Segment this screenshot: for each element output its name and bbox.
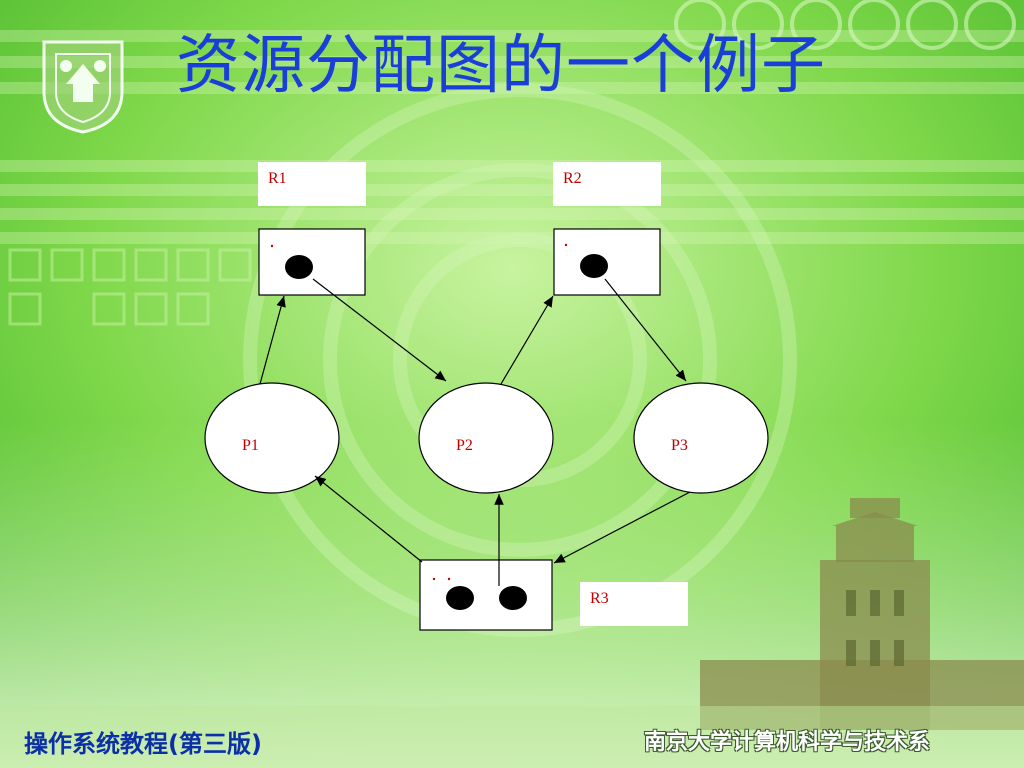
slide-title: 资源分配图的一个例子 <box>176 29 826 103</box>
r1-marker-dot <box>270 244 274 248</box>
edge-r2-to-p3 <box>604 278 687 382</box>
r2-marker-dot <box>564 243 568 247</box>
process-p3-label: P3 <box>671 437 688 454</box>
resource-r2-label: R2 <box>553 162 661 206</box>
process-p1-label: P1 <box>242 437 259 454</box>
r3-instance-1 <box>446 586 474 610</box>
resource-r3-label: R3 <box>580 582 688 626</box>
process-p3-node <box>633 382 769 494</box>
r3-marker-dot-2 <box>447 577 451 581</box>
process-p2-label: P2 <box>456 437 473 454</box>
process-p1-node <box>204 382 340 494</box>
resource-r1-label: R1 <box>258 162 366 206</box>
r2-instance-1 <box>580 254 608 278</box>
resource-r3-box <box>419 559 553 631</box>
edge-p2-to-r2 <box>500 295 554 385</box>
edge-r1-to-p2 <box>312 278 447 382</box>
footer-course-title: 操作系统教程(第三版) <box>24 730 262 758</box>
r1-instance-1 <box>285 255 313 279</box>
edge-p1-to-r1 <box>259 295 286 385</box>
r3-instance-2 <box>499 586 527 610</box>
university-logo <box>42 40 124 134</box>
footer-department: 南京大学计算机科学与技术系 <box>644 730 931 755</box>
r3-marker-dot-1 <box>432 577 436 581</box>
process-p2-node <box>418 382 554 494</box>
resource-r1-box <box>258 228 366 296</box>
edge-p3-to-r3 <box>553 491 691 564</box>
edge-r3-to-p1 <box>314 475 423 563</box>
